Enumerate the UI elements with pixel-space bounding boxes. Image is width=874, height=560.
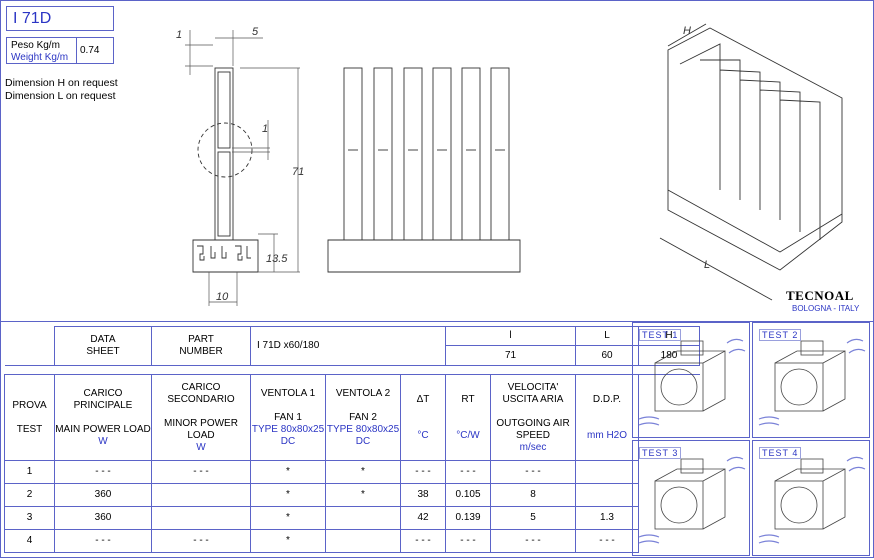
fan-assembly-icon xyxy=(758,456,866,544)
dim-1a: 1 xyxy=(176,29,182,41)
test-3-panel: TEST 3 xyxy=(632,440,750,556)
test-1-panel: TEST 1 xyxy=(632,322,750,438)
fan-assembly-icon xyxy=(758,338,866,426)
weight-label-en: Weight Kg/m xyxy=(11,52,69,63)
fin-section-drawing xyxy=(192,67,259,273)
test-4-label: TEST 4 xyxy=(759,447,802,459)
fan-assembly-icon xyxy=(638,456,746,544)
weight-value: 0.74 xyxy=(80,45,100,56)
test-2-panel: TEST 2 xyxy=(752,322,870,438)
note-h: Dimension H on request xyxy=(5,77,118,89)
dim-13-5: 13.5 xyxy=(266,253,288,265)
profile-title: I 71D xyxy=(6,6,114,31)
table-row: 1- - -- - -**- - -- - -- - - xyxy=(4,460,700,484)
section-divider xyxy=(0,321,874,322)
brand-logo: TECNOAL xyxy=(786,288,854,303)
table-row: 4- - -- - -*- - -- - -- - -- - - xyxy=(4,529,700,553)
test-2-label: TEST 2 xyxy=(759,329,802,341)
weight-label-it: Peso Kg/m xyxy=(11,40,60,51)
dim-10: 10 xyxy=(216,291,229,303)
col-ddp: D.D.P.mm H2O xyxy=(575,374,639,461)
front-view-drawing xyxy=(327,67,521,273)
dim-l: L xyxy=(704,259,710,271)
test-1-label: TEST 1 xyxy=(639,329,682,341)
isometric-drawing xyxy=(659,23,843,301)
weight-separator xyxy=(76,38,77,63)
dim-71: 71 xyxy=(292,166,304,178)
dim-5: 5 xyxy=(252,26,259,38)
part-number-value: I 71D x60/180 xyxy=(250,326,446,366)
dim-h: H xyxy=(683,25,691,37)
note-l: Dimension L on request xyxy=(5,90,116,102)
dim-1b: 1 xyxy=(262,123,268,135)
dim-L-cell: L 60 xyxy=(575,326,639,366)
weight-box: Peso Kg/m Weight Kg/m 0.74 xyxy=(6,37,114,64)
dim-l-cell: l 71 xyxy=(445,326,576,366)
col-rt: RT°C/W xyxy=(445,374,491,461)
brand-location: BOLOGNA - ITALY xyxy=(792,304,860,313)
test-configurations: TEST 1 TEST 2 TEST 3 TEST 4 xyxy=(632,320,872,556)
col-delta-t: ΔT°C xyxy=(400,374,446,461)
test-3-label: TEST 3 xyxy=(639,447,682,459)
fan-assembly-icon xyxy=(638,338,746,426)
test-4-panel: TEST 4 xyxy=(752,440,870,556)
technical-drawing: 5 1 1 71 13.5 10 H L xyxy=(176,23,843,306)
